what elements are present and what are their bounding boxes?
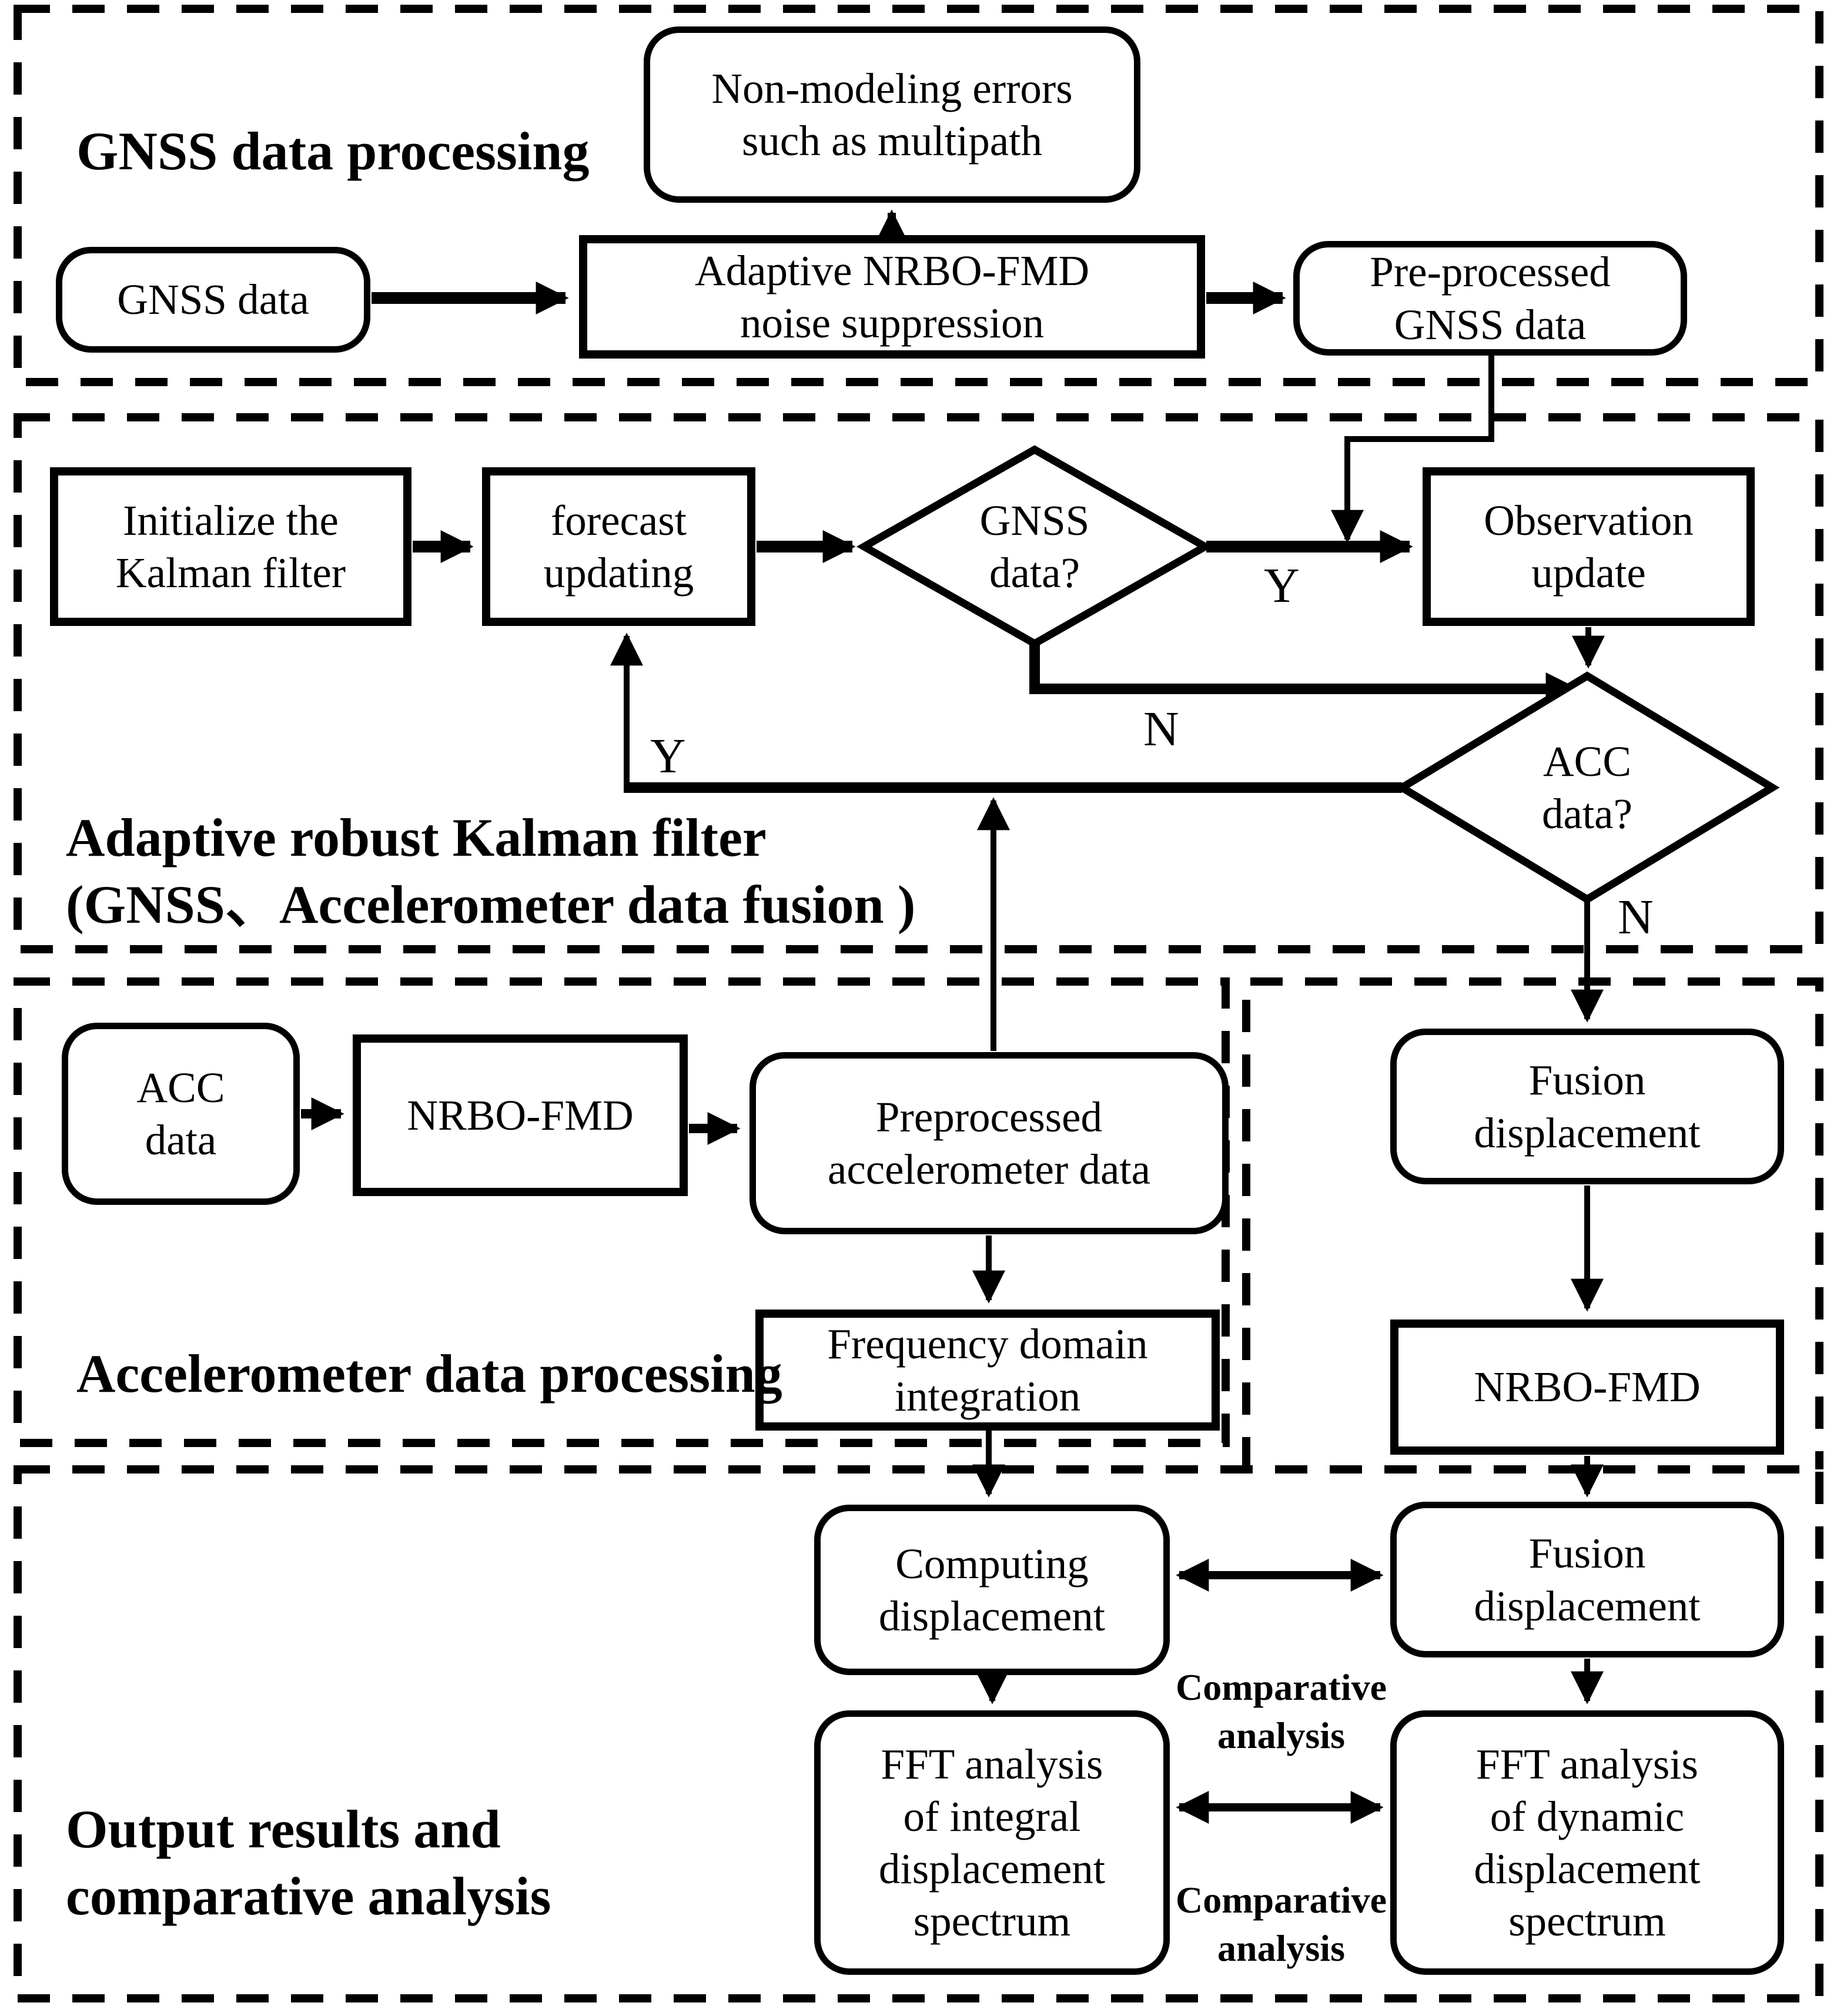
box-computing-displacement: Computing displacement [814, 1505, 1170, 1675]
box-nrbo-fmd-left: NRBO-FMD [353, 1034, 688, 1196]
section-title-acc-processing: Accelerometer data processing [76, 1344, 782, 1404]
box-fusion-displacement-1: Fusion displacement [1390, 1029, 1784, 1184]
annotation-comparative-analysis-1: Comparative analysis [1175, 1666, 1387, 1756]
section-title-output: Output results and comparative analysis [66, 1799, 551, 1927]
box-forecast-updating: forecast updating [482, 467, 755, 626]
box-preprocessed-gnss-data: Pre-processed GNSS data [1293, 241, 1687, 356]
box-observation-update: Observation update [1423, 467, 1755, 626]
box-adaptive-nrbo-fmd-suppression: Adaptive NRBO-FMD noise suppression [579, 235, 1205, 359]
box-nrbo-fmd-right: NRBO-FMD [1390, 1320, 1784, 1455]
edge-label-acc-no: N [1618, 890, 1654, 945]
box-fft-integral-spectrum: FFT analysis of integral displacement sp… [814, 1710, 1170, 1975]
box-fft-dynamic-spectrum: FFT analysis of dynamic displacement spe… [1390, 1710, 1784, 1975]
annotation-comparative-analysis-2: Comparative analysis [1175, 1879, 1387, 1969]
box-frequency-domain-integration: Frequency domain integration [755, 1310, 1220, 1431]
section-frame-gnss-processing [14, 5, 1823, 386]
box-initialize-kalman-filter: Initialize the Kalman filter [50, 467, 411, 626]
edge-label-gnss-yes: Y [1264, 558, 1300, 613]
decision-gnss-data-shape [856, 445, 1213, 648]
section-title-kalman-filter: Adaptive robust Kalman filter (GNSS、Acce… [66, 808, 916, 935]
decision-gnss-data-label: GNSS data? [979, 496, 1090, 597]
section-frame-output [14, 1465, 1823, 2002]
box-gnss-data: GNSS data [56, 247, 370, 353]
connector-gnss-no [1029, 645, 1579, 705]
box-preprocessed-accelerometer-data: Preprocessed accelerometer data [749, 1052, 1229, 1234]
edge-label-acc-yes: Y [650, 729, 686, 783]
decision-acc-data-shape [1394, 671, 1780, 904]
section-frame-kalman-filter [14, 413, 1823, 953]
section-title-gnss-processing: GNSS data processing [76, 121, 590, 181]
edge-label-gnss-no: N [1143, 702, 1179, 756]
section-frame-fusion-branch [1242, 977, 1823, 1469]
connector-preprocessed-to-observation [1331, 354, 1494, 543]
box-acc-data: ACC data [62, 1023, 300, 1205]
decision-acc-data-label: ACC data? [1542, 737, 1632, 838]
box-fusion-displacement-2: Fusion displacement [1390, 1502, 1784, 1657]
box-non-modeling-errors: Non-modeling errors such as multipath [644, 26, 1140, 203]
